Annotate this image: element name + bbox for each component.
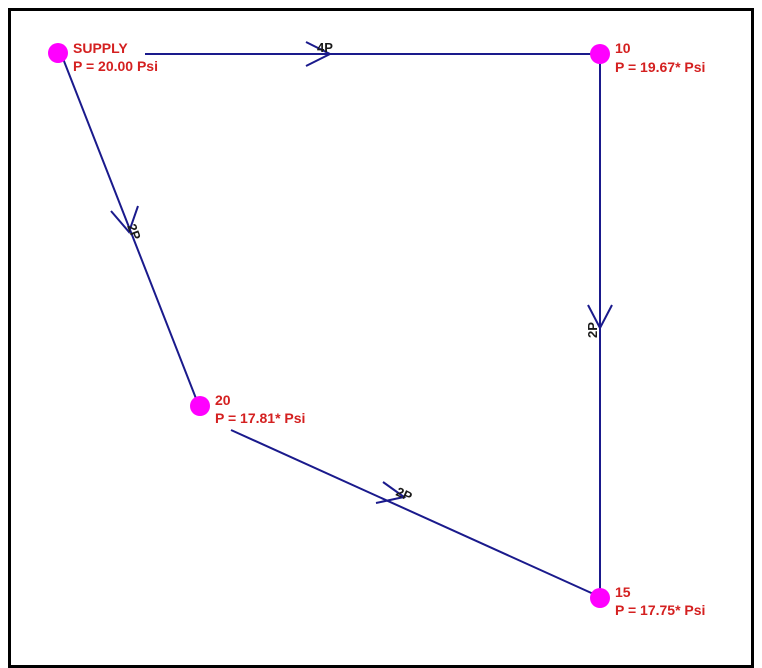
node-10[interactable]: 10 P = 19.67* Psi (590, 40, 705, 75)
node-name: 10 (615, 40, 631, 56)
node-name: SUPPLY (73, 40, 128, 56)
node-marker (190, 396, 210, 416)
pipe-label-20-15: 2P (394, 484, 415, 504)
node-20[interactable]: 20 P = 17.81* Psi (190, 392, 305, 426)
pipe-supply-20[interactable]: 2P (61, 55, 198, 402)
pipe-label-supply-20: 2P (124, 222, 144, 243)
node-name: 20 (215, 392, 231, 408)
node-pressure: P = 17.81* Psi (215, 410, 305, 426)
pipe-network-diagram: 4P 2P 2P 2P SUPPLY P = 20.00 Psi 10 P = … (48, 40, 705, 618)
pipe-supply-10[interactable]: 4P (145, 40, 598, 67)
node-name: 15 (615, 584, 631, 600)
pipe-label-10-15: 2P (585, 322, 600, 338)
node-pressure: P = 19.67* Psi (615, 59, 705, 75)
node-marker (590, 588, 610, 608)
pipe-label-supply-10: 4P (317, 40, 333, 55)
node-marker (590, 44, 610, 64)
node-pressure: P = 20.00 Psi (73, 58, 158, 74)
pipe-10-15[interactable]: 2P (585, 56, 613, 596)
node-marker (48, 43, 68, 63)
node-15[interactable]: 15 P = 17.75* Psi (590, 584, 705, 618)
node-pressure: P = 17.75* Psi (615, 602, 705, 618)
pipe-20-15[interactable]: 2P (230, 429, 599, 597)
node-supply[interactable]: SUPPLY P = 20.00 Psi (48, 40, 158, 74)
